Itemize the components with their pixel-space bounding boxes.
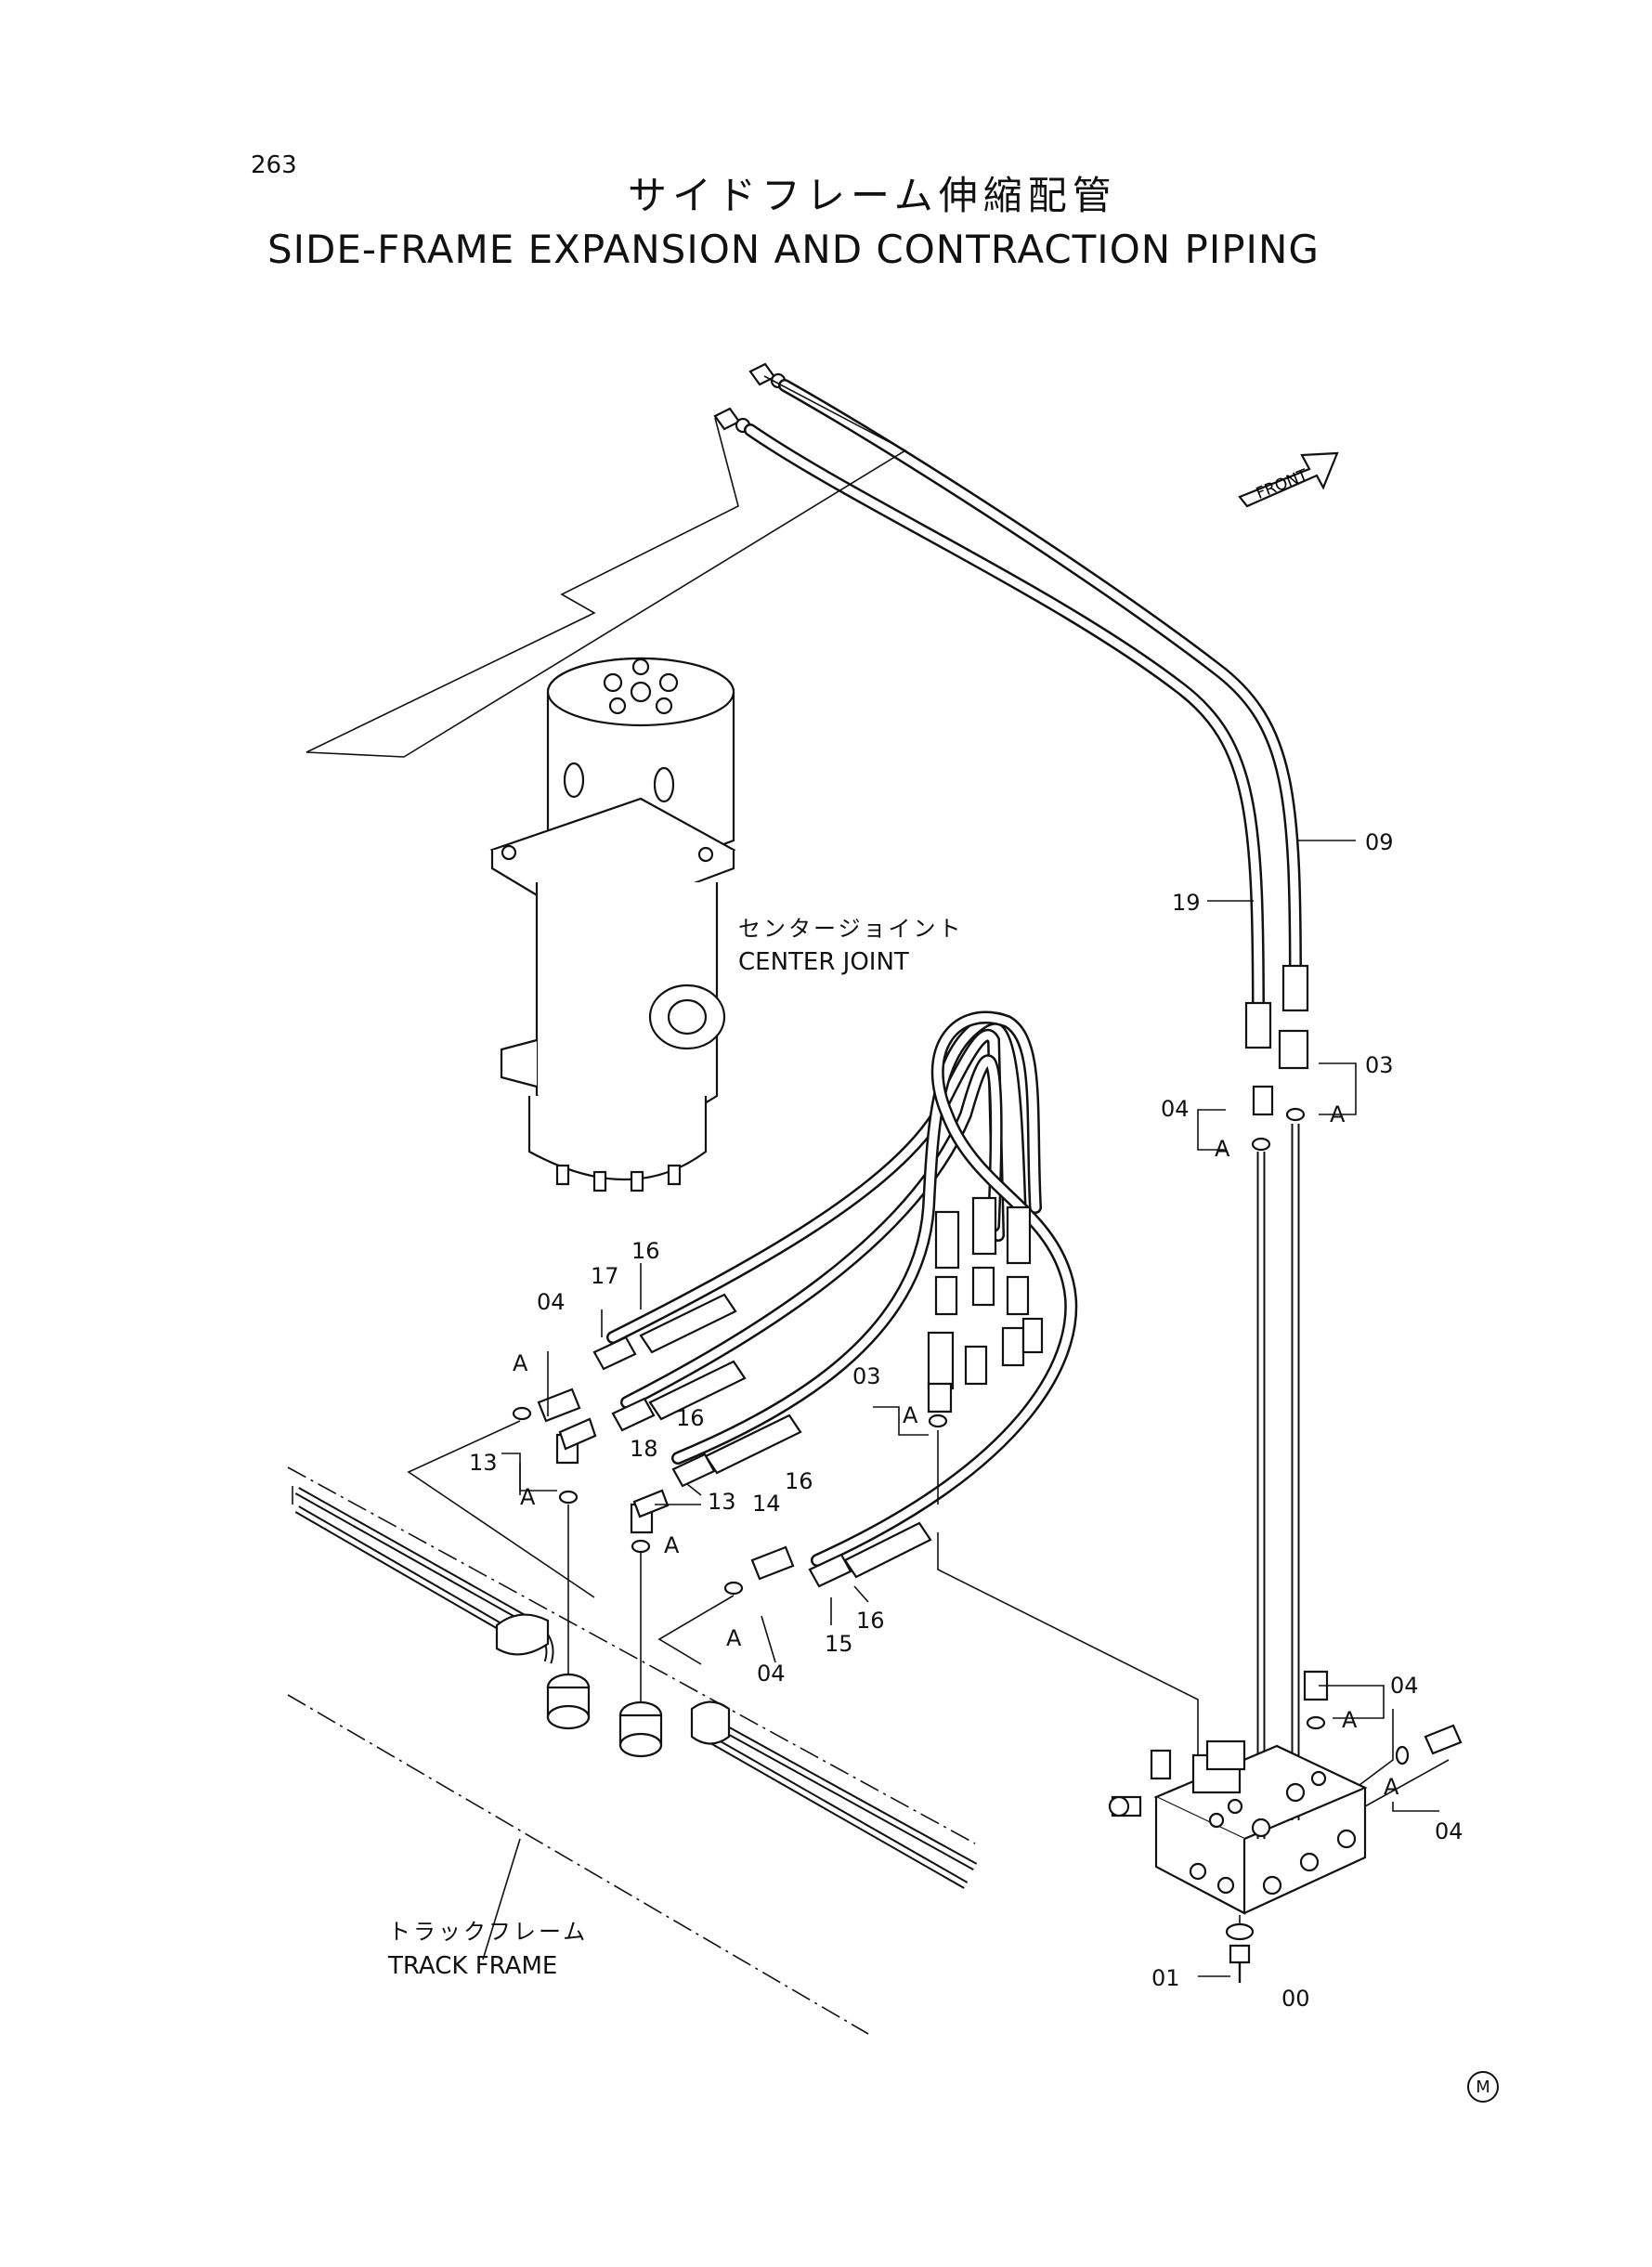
callout-16-b: 16 (676, 1405, 705, 1431)
callout-a-right-2: A (1215, 1136, 1230, 1162)
callout-13-mid: 13 (708, 1489, 736, 1515)
callout-a-mid: A (664, 1532, 680, 1558)
manufacturer-mark: M (1467, 2071, 1499, 2103)
callout-09: 09 (1365, 829, 1394, 855)
valve-block (1108, 1670, 1463, 1983)
hose-fittings (592, 1196, 1044, 1588)
leader-top-to-center-joint (306, 375, 907, 758)
center-joint-label-en: CENTER JOINT (738, 948, 909, 976)
front-arrow-icon: FRONT (1238, 451, 1339, 508)
front-label: FRONT (1254, 465, 1311, 503)
leader-lines (407, 1420, 1450, 1807)
title-japanese: サイドフレーム伸縮配管 (628, 173, 1117, 218)
title-english: SIDE-FRAME EXPANSION AND CONTRACTION PIP… (267, 227, 1320, 272)
page-number: 263 (251, 151, 297, 179)
callout-a-13: A (520, 1484, 536, 1510)
callout-03-right: 03 (1365, 1052, 1394, 1078)
top-hose-ends (713, 362, 787, 434)
callout-leaders (501, 840, 1439, 1977)
track-frame-pipes (294, 1487, 978, 1889)
callout-a-03: A (903, 1402, 918, 1428)
callout-04-valve-2: 04 (1435, 1818, 1463, 1844)
callout-19: 19 (1172, 890, 1201, 916)
steel-pipes-right (1256, 1124, 1300, 1839)
callout-14: 14 (752, 1491, 781, 1517)
callout-a-valve-1: A (1342, 1707, 1358, 1733)
track-frame-label-jp: トラックフレーム (388, 1919, 589, 1945)
hose-09-19 (744, 379, 1309, 1152)
callout-16-c: 16 (785, 1468, 813, 1494)
callout-13-left: 13 (469, 1450, 498, 1476)
callout-a-low: A (726, 1625, 742, 1651)
callout-03-mid: 03 (852, 1363, 881, 1389)
hose-bundle-middle (606, 1010, 1078, 1567)
track-frame-outline (287, 1466, 976, 2035)
center-joint-drawing (489, 657, 736, 1192)
track-frame-label-en: TRACK FRAME (388, 1952, 558, 1980)
callout-16-d: 16 (856, 1608, 885, 1634)
callout-04-right: 04 (1161, 1096, 1190, 1122)
callout-01: 01 (1151, 1965, 1180, 1991)
callout-17: 17 (591, 1263, 619, 1289)
callout-04-low: 04 (757, 1661, 786, 1687)
left-fittings (512, 1382, 953, 1596)
center-joint-label-jp: センタージョイント (738, 916, 964, 942)
callout-a-valve-2: A (1384, 1774, 1399, 1800)
callout-15: 15 (825, 1631, 853, 1657)
callout-00: 00 (1281, 1986, 1310, 2012)
callout-16-a: 16 (631, 1238, 660, 1264)
callout-a-right-1: A (1330, 1101, 1346, 1127)
callout-18: 18 (630, 1436, 658, 1462)
callout-04-valve-1: 04 (1390, 1673, 1419, 1699)
callout-a-left: A (513, 1350, 528, 1376)
callout-04-left: 04 (537, 1289, 566, 1315)
